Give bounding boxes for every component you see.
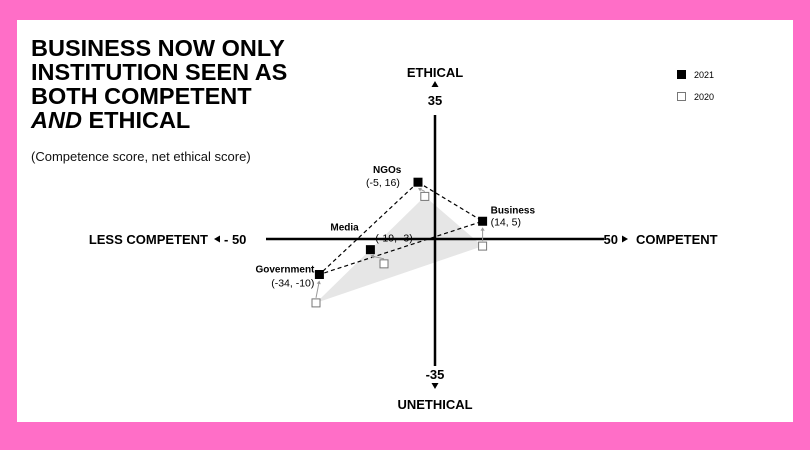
area-2020 [316, 196, 483, 303]
axis-top-value: 35 [428, 93, 442, 108]
marker-2021-ngos [413, 177, 423, 187]
marker-2021-media [365, 245, 375, 255]
point-value-media: (-19, -3) [375, 233, 412, 245]
point-labels: NGOs(-5, 16) Business(14, 5) Media (-19, -3… [255, 165, 535, 289]
change-arrowhead-government [316, 280, 321, 285]
axis-left-label: LESS COMPETENT [89, 232, 208, 247]
point-value-business: (14, 5) [491, 216, 521, 228]
chart-subtitle: (Competence score, net ethical score) [31, 149, 251, 164]
axis-bottom-value: -35 [426, 367, 445, 382]
change-arrowhead-business [480, 227, 485, 231]
markers-2020 [311, 191, 488, 308]
title-line-3: BOTH COMPETENT [31, 83, 252, 109]
axis-right-value: 50 [604, 232, 618, 247]
axis-top-label: ETHICAL [407, 65, 463, 80]
arrow-left-icon [214, 235, 220, 243]
legend: 2021 2020 [677, 70, 714, 102]
marker-2021-government [314, 270, 324, 279]
arrow-down-icon [431, 383, 439, 389]
title-line-4: AND ETHICAL [31, 108, 331, 132]
marker-2020-government [311, 298, 321, 308]
outline-2021 [318, 181, 485, 276]
legend-label-2021: 2021 [694, 70, 714, 80]
legend-marker-2020 [677, 92, 686, 101]
title-line-1: BUSINESS NOW ONLY [31, 35, 285, 61]
arrow-up-icon [431, 81, 439, 87]
change-arrow-media [373, 255, 385, 260]
point-label-media: Media [330, 223, 359, 234]
marker-2021-business [478, 216, 488, 226]
axis-left-value: - 50 [224, 232, 246, 247]
chart-card: BUSINESS NOW ONLY INSTITUTION SEEN AS BO… [17, 20, 793, 422]
chart-title: BUSINESS NOW ONLY INSTITUTION SEEN AS BO… [31, 36, 331, 132]
point-label-business: Business [491, 205, 536, 216]
point-label-ngos: NGOs [373, 165, 402, 176]
axis-bottom-label: UNETHICAL [397, 397, 472, 412]
marker-2020-ngos [420, 191, 430, 201]
change-arrowhead-ngos [418, 187, 422, 192]
axis-right-label: COMPETENT [636, 232, 718, 247]
scatter-plot: ETHICAL 35 -35 UNETHICAL LESS COMPETENT … [89, 65, 718, 412]
arrow-right-icon [622, 235, 628, 243]
change-arrow-government [315, 283, 320, 298]
point-label-government: Government [255, 265, 315, 276]
title-line-2: INSTITUTION SEEN AS [31, 59, 288, 85]
marker-2020-business [478, 241, 488, 251]
legend-marker-2021 [677, 70, 686, 79]
point-value-ngos: (-5, 16) [366, 177, 400, 189]
marker-2020-media [379, 259, 389, 269]
title-emphasis: AND [31, 107, 82, 133]
change-arrows [315, 187, 485, 298]
markers-2021 [314, 177, 488, 279]
point-value-government: (-34, -10) [271, 278, 314, 290]
change-arrowhead-media [370, 254, 375, 259]
change-arrow-ngos [420, 189, 426, 192]
title-line-4-rest: ETHICAL [81, 107, 191, 133]
legend-label-2020: 2020 [694, 92, 714, 102]
